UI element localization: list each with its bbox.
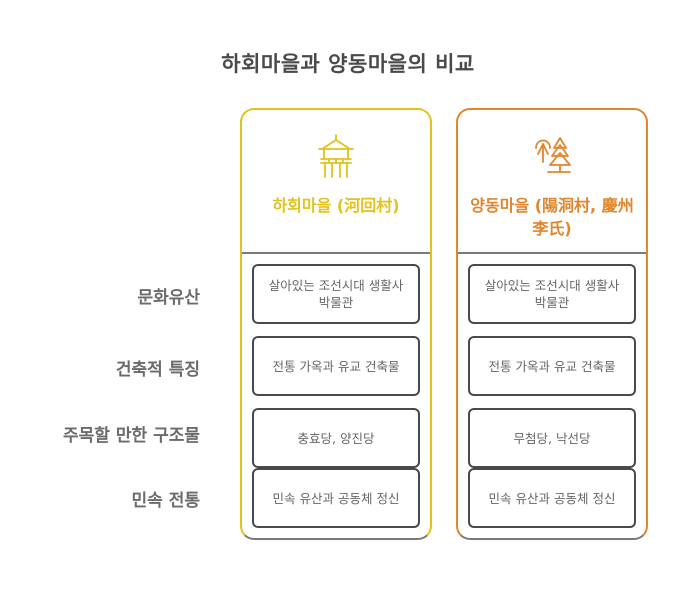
pavilion-icon — [318, 134, 354, 178]
cell-hahoe-architecture: 전통 가옥과 유교 건축물 — [252, 336, 420, 396]
row-label-cultural-heritage: 문화유산 — [137, 288, 200, 308]
column-header-hahoe: 하회마을 (河回村) — [242, 110, 430, 254]
cell-yangdong-architecture: 전통 가옥과 유교 건축물 — [468, 336, 636, 396]
column-yangdong: 양동마을 (陽洞村, 慶州李氏) 살아있는 조선시대 생활사 박물관 전통 가옥… — [456, 108, 648, 540]
column-header-yangdong: 양동마을 (陽洞村, 慶州李氏) — [458, 110, 646, 254]
row-label-architecture: 건축적 특징 — [115, 360, 200, 380]
cell-hahoe-cultural-heritage: 살아있는 조선시대 생활사 박물관 — [252, 264, 420, 324]
column-title-yangdong: 양동마을 (陽洞村, 慶州李氏) — [470, 196, 634, 238]
column-title-hahoe: 하회마을 (河回村) — [272, 196, 400, 215]
cell-hahoe-folk-traditions: 민속 유산과 공동체 정신 — [252, 468, 420, 528]
cell-yangdong-folk-traditions: 민속 유산과 공동체 정신 — [468, 468, 636, 528]
cell-yangdong-cultural-heritage: 살아있는 조선시대 생활사 박물관 — [468, 264, 636, 324]
cell-yangdong-notable-structures: 무첨당, 낙선당 — [468, 408, 636, 468]
diagram-title: 하회마을과 양동마을의 비교 — [221, 52, 475, 76]
row-label-folk-traditions: 민속 전통 — [131, 491, 200, 511]
trees-icon — [535, 137, 571, 173]
row-label-notable-structures: 주목할 만한 구조물 — [63, 426, 200, 446]
column-hahoe: 하회마을 (河回村) 살아있는 조선시대 생활사 박물관 전통 가옥과 유교 건… — [240, 108, 432, 540]
cell-hahoe-notable-structures: 충효당, 양진당 — [252, 408, 420, 468]
